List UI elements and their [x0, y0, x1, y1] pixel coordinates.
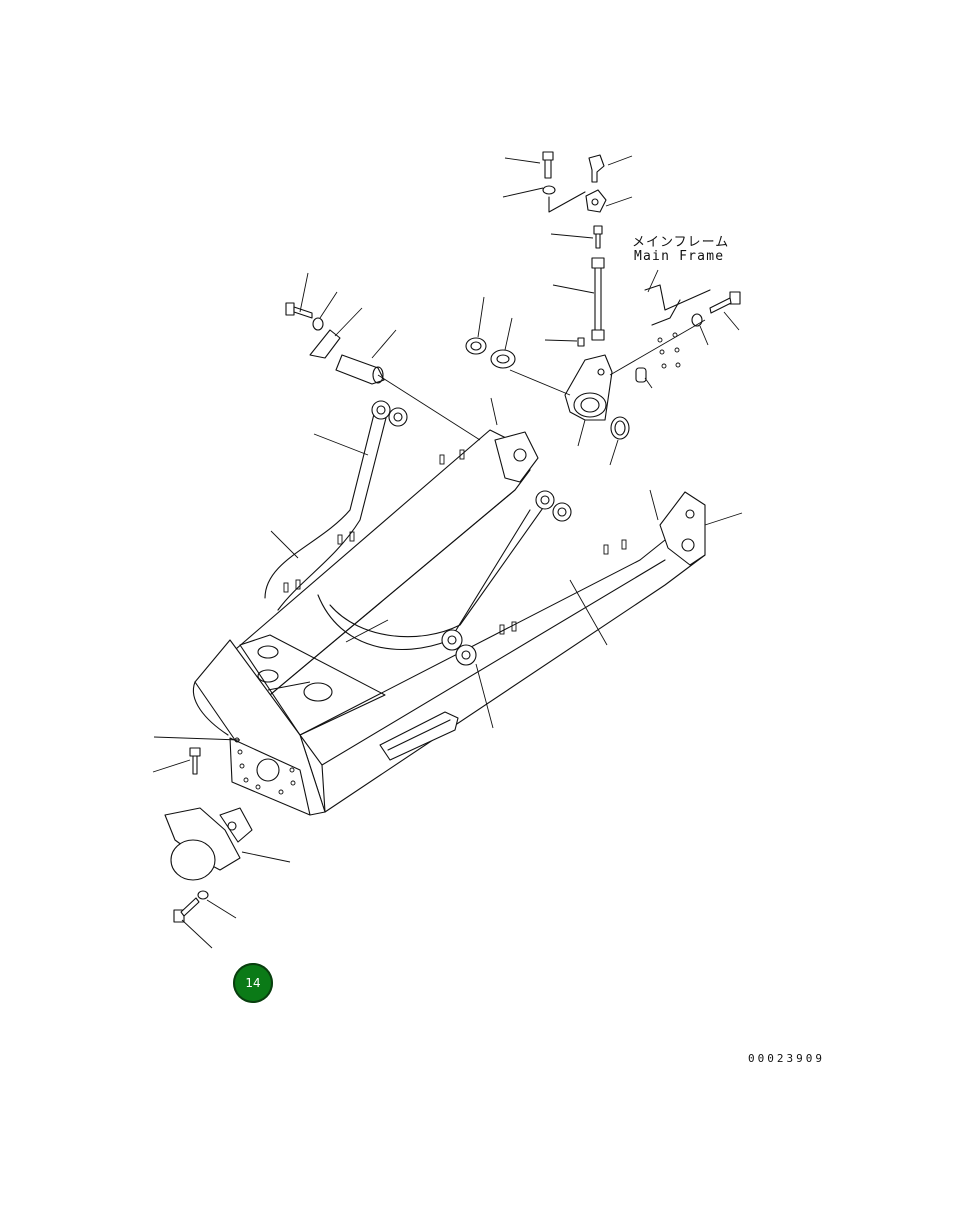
main-frame-label-jp: メインフレーム	[632, 235, 730, 250]
leader-lines	[152, 155, 743, 949]
document-number: 00023909	[748, 1052, 825, 1065]
main-frame-drawing	[192, 400, 706, 816]
hitch-parts	[164, 747, 253, 923]
main-frame-label-en: Main Frame	[634, 249, 725, 264]
page-badge[interactable]: 14	[233, 963, 273, 1003]
page-badge-number: 14	[245, 976, 261, 990]
top-linkage-parts	[285, 151, 741, 441]
mounting-studs	[283, 449, 627, 635]
